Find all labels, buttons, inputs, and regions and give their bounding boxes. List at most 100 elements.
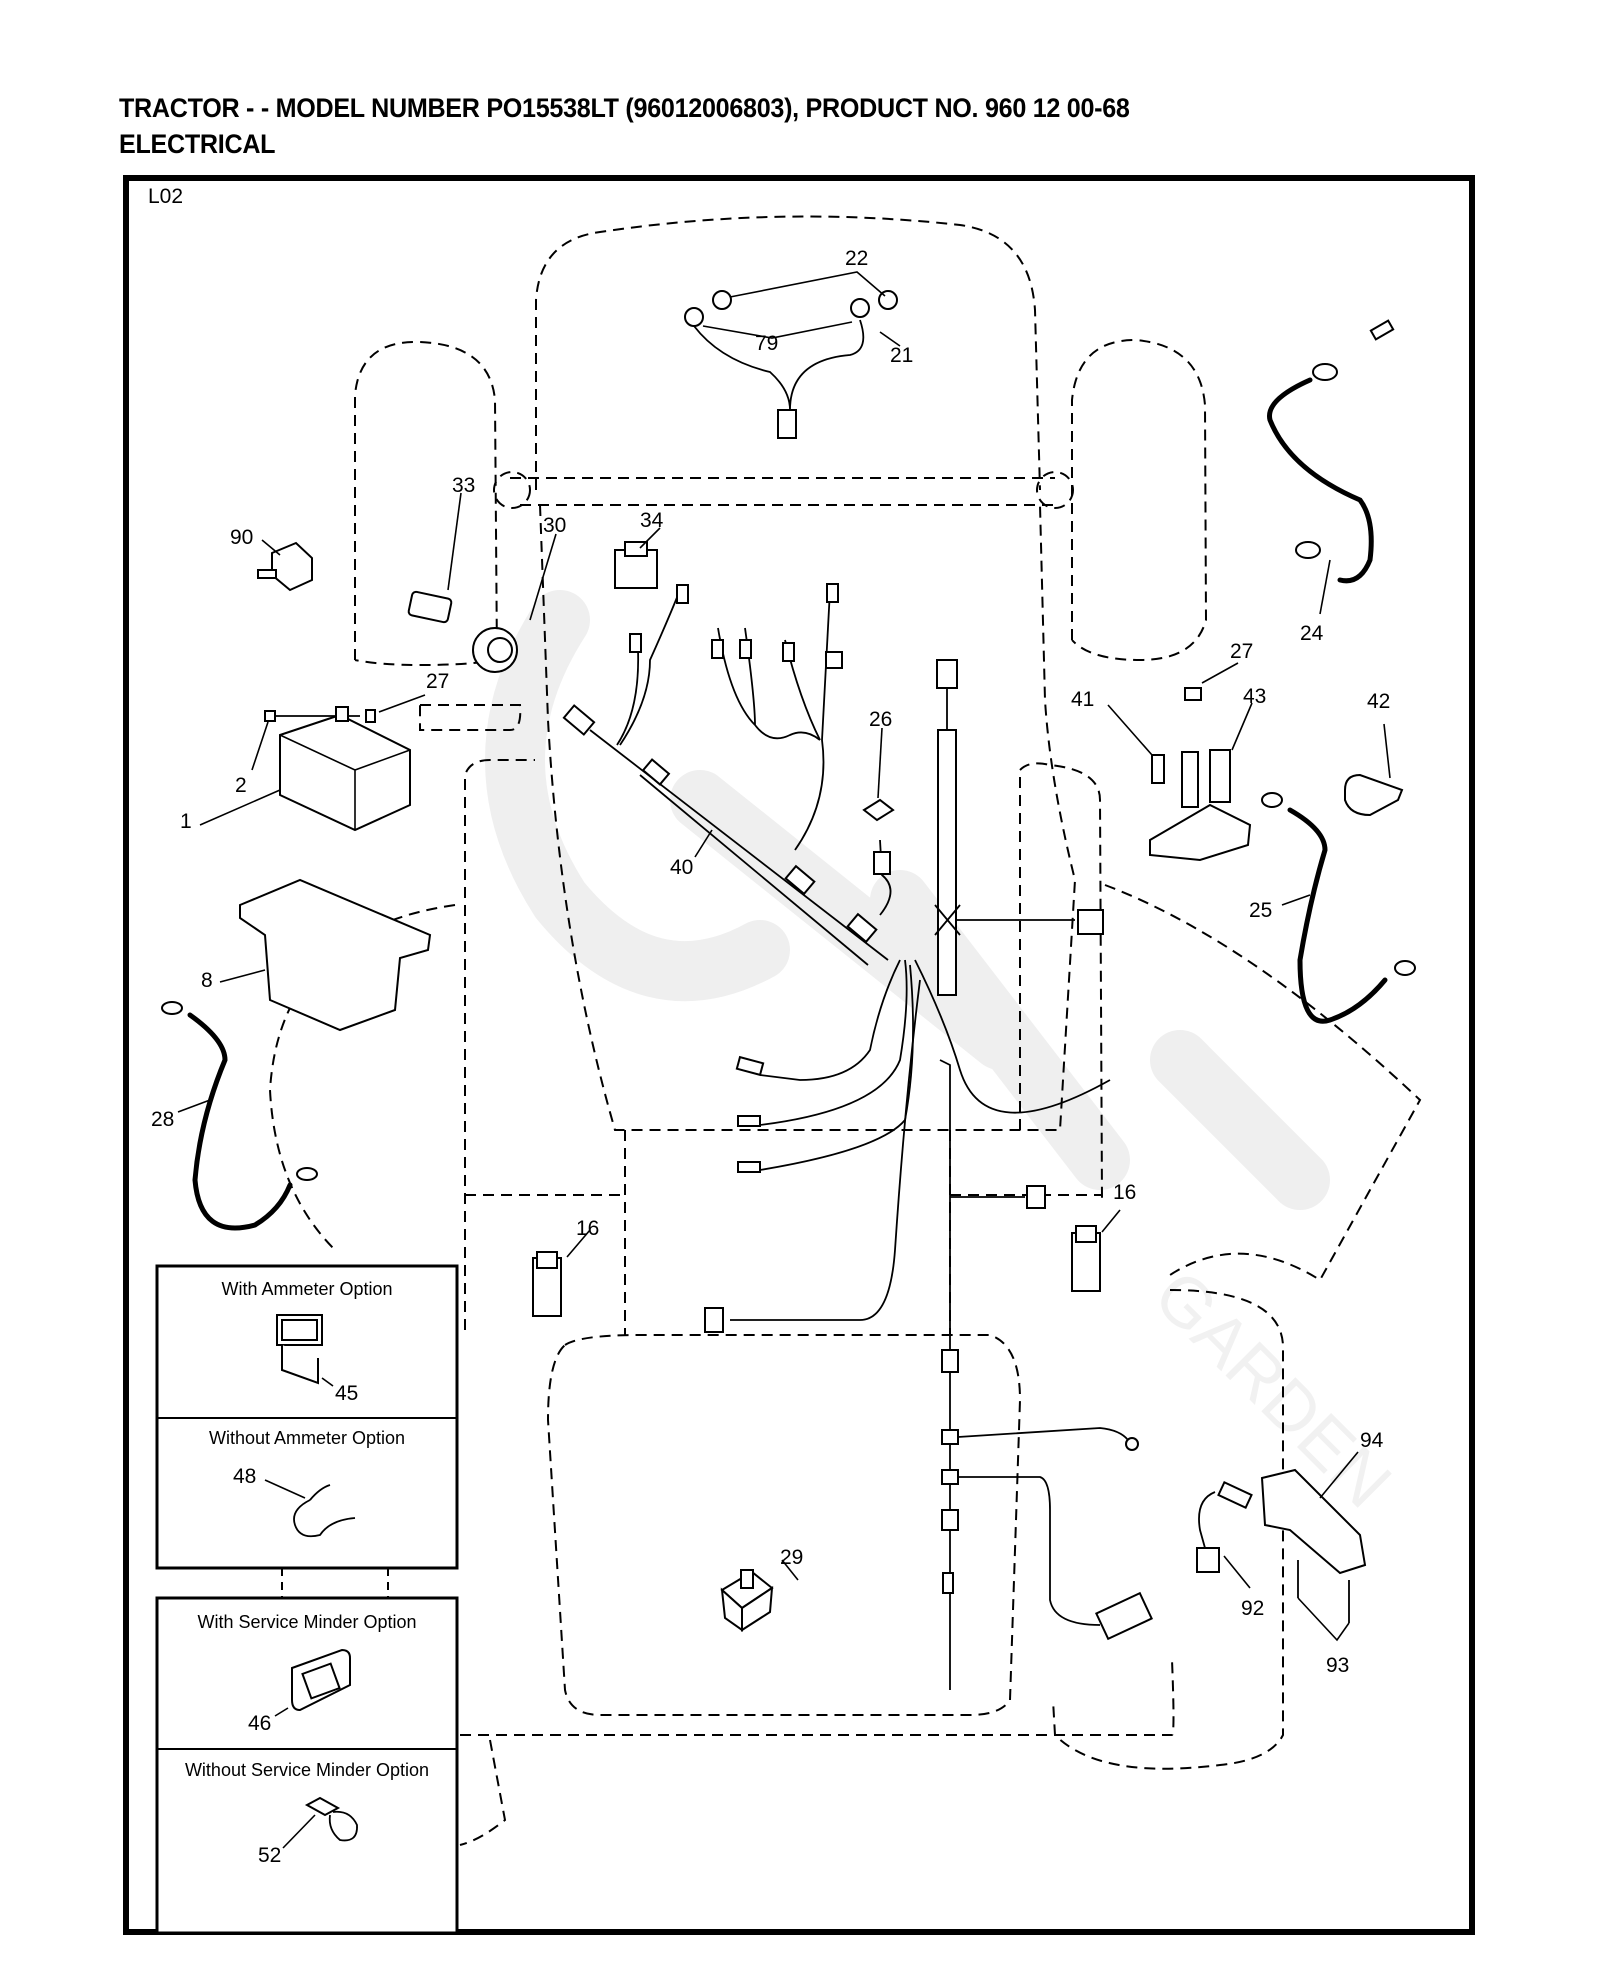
with-service-minder-label: With Service Minder Option (197, 1612, 416, 1632)
front-wheel-left (354, 340, 499, 667)
leader-line (877, 727, 883, 799)
leader-line (1319, 1451, 1359, 1499)
battery-edges (279, 734, 411, 830)
solenoid-body (1209, 749, 1231, 803)
nut (1184, 687, 1202, 701)
harness-trunk-2 (639, 774, 869, 966)
switch-knob (740, 1569, 754, 1589)
cable-24 (1267, 319, 1395, 615)
boot (1369, 319, 1395, 341)
ammeter-body (281, 1345, 319, 1385)
callout-24: 24 (1300, 622, 1324, 645)
sheet-code: L02 (148, 185, 183, 208)
headlight-switch (614, 527, 661, 589)
callout-33: 33 (452, 474, 475, 497)
frame-left (464, 759, 535, 1330)
switch-94 (1260, 1468, 1367, 1575)
ring-terminal (161, 1001, 183, 1015)
callout-41: 41 (1071, 688, 1094, 711)
connector-block (936, 659, 958, 689)
terminal (737, 1115, 761, 1127)
hood-pivot-left (493, 471, 531, 509)
connector (873, 851, 891, 875)
service-minder-screen (301, 1662, 341, 1700)
terminal (782, 642, 795, 662)
leader-line (177, 1099, 211, 1113)
leader-line (447, 492, 462, 591)
lower-branch (759, 964, 914, 1171)
leader-line (321, 1377, 334, 1387)
option-box-ammeter: With Ammeter Option 45 Without Ammeter O… (155, 1264, 459, 1570)
connector (1095, 1591, 1153, 1641)
page-title: TRACTOR - - MODEL NUMBER PO15538LT (9601… (119, 93, 1130, 123)
hood-outline (535, 215, 1041, 491)
plug-pin (257, 569, 277, 579)
battery-group (199, 694, 426, 832)
leader-line (1297, 1597, 1350, 1642)
leader-line (264, 1479, 306, 1499)
bulb-right (850, 298, 870, 318)
body-outline (539, 504, 1077, 1131)
ring-terminal (1312, 363, 1338, 381)
section-title: ELECTRICAL (119, 129, 276, 159)
branch (957, 1427, 1129, 1441)
terminal-block (825, 651, 843, 669)
leader-line (274, 1707, 289, 1717)
callout-28: 28 (151, 1108, 174, 1131)
watermark-shape (670, 770, 1330, 1210)
callout-16-right: 16 (1113, 1181, 1136, 1204)
lower-branch (914, 959, 1111, 1114)
watermark-shape (485, 590, 790, 1002)
ring-terminal (1295, 541, 1321, 559)
lower-branch (759, 959, 908, 1126)
terminal (676, 584, 689, 604)
callout-94: 94 (1360, 1429, 1384, 1452)
ground-cable-28 (161, 1001, 318, 1231)
wire (1198, 1491, 1216, 1549)
callout-40: 40 (670, 856, 693, 879)
fuse-shape (862, 798, 895, 822)
callout-25: 25 (1249, 899, 1272, 922)
callout-1: 1 (180, 810, 192, 833)
key-and-ignition (407, 492, 557, 673)
rear-wheel-left (268, 904, 456, 1251)
leader-line (566, 1229, 591, 1258)
sub-harness-sleeve (937, 729, 957, 996)
hood-edge (510, 477, 1055, 506)
pto-switch (720, 1559, 799, 1632)
harness-sleeve (784, 864, 816, 896)
lower-branch (759, 959, 901, 1081)
leader-line (1223, 1555, 1251, 1589)
callout-22: 22 (845, 247, 868, 270)
leader-line (282, 1814, 316, 1849)
switch-top (1075, 1225, 1097, 1243)
ammeter-face (281, 1319, 318, 1341)
sleeve (941, 1509, 959, 1531)
sleeve (941, 1349, 959, 1373)
connector-92 (1196, 1547, 1220, 1573)
key-shape (407, 590, 453, 624)
harness-branch (754, 724, 821, 741)
leader-lines (702, 271, 901, 347)
callouts: 22 79 21 33 30 34 90 27 2 1 40 26 24 27 … (151, 247, 1390, 1677)
callout-2: 2 (235, 774, 247, 797)
branch (730, 979, 921, 1321)
bulb-left (684, 307, 704, 327)
callout-42: 42 (1367, 690, 1390, 713)
cable-25 (1261, 792, 1416, 1024)
jumper-loop (328, 1810, 358, 1842)
without-ammeter-label: Without Ammeter Option (209, 1428, 405, 1448)
callout-46: 46 (248, 1712, 271, 1735)
harness-sleeve (846, 912, 878, 944)
callout-30: 30 (543, 514, 566, 537)
callout-21: 21 (890, 344, 913, 367)
screws (1297, 1560, 1350, 1623)
terminal-boot (1344, 773, 1404, 817)
solenoid-post (1181, 751, 1199, 808)
leader-line (694, 829, 713, 858)
sleeve (941, 1469, 959, 1485)
connector (1217, 1480, 1253, 1510)
ring-terminal (1394, 960, 1416, 976)
tray-shape (239, 878, 432, 1032)
